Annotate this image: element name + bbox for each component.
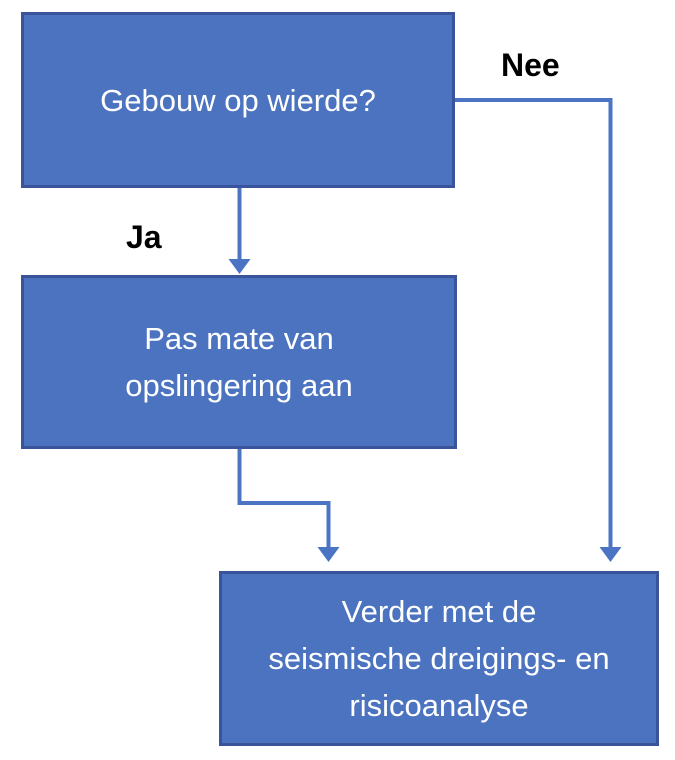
node-text-line: Pas mate van bbox=[144, 321, 334, 356]
edge-nee-arrow bbox=[453, 98, 622, 562]
node-pas-mate-van-opslingering-aan: Pas mate van opslingering aan bbox=[21, 275, 457, 449]
node-text-line: Verder met de bbox=[341, 594, 537, 629]
edge-ja-arrow bbox=[228, 186, 251, 274]
edge-label-nee: Nee bbox=[501, 47, 560, 83]
node-gebouw-op-wierde: Gebouw op wierde? bbox=[21, 12, 455, 188]
node-text-line: risicoanalyse bbox=[349, 688, 529, 723]
node-verder-met-analyse: Verder met de seismische dreigings- en r… bbox=[219, 571, 659, 746]
edge-elbow-arrow bbox=[237, 447, 340, 562]
edge-label-ja: Ja bbox=[126, 219, 162, 255]
node-text-line: Gebouw op wierde? bbox=[100, 82, 376, 118]
node-text-line: opslingering aan bbox=[125, 368, 353, 403]
node-text-line: seismische dreigings- en bbox=[268, 641, 610, 676]
